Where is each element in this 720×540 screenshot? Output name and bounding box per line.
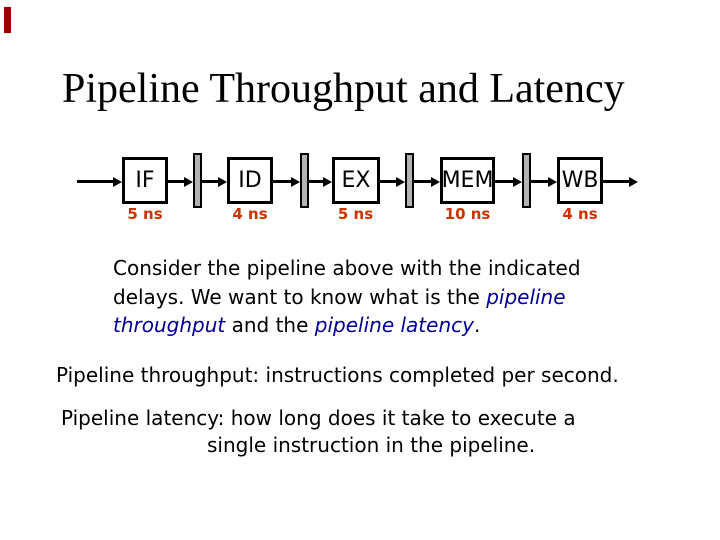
stage-label: WB — [561, 167, 599, 193]
pipeline-register — [522, 153, 531, 208]
flow-arrow — [531, 175, 557, 189]
stage-delay-label: 5 ns — [127, 205, 163, 223]
pipeline-stage-wb: WB — [557, 157, 603, 204]
stage-delay-label: 5 ns — [337, 205, 374, 223]
slide-accent-mark — [4, 7, 11, 33]
flow-arrow — [380, 175, 405, 189]
paragraph-text: . — [473, 313, 481, 337]
flow-arrow — [273, 175, 300, 189]
pipeline-stage-mem: MEM — [440, 157, 495, 204]
paragraph-line: Consider the pipeline above with the ind… — [113, 254, 581, 282]
flow-arrow — [414, 175, 440, 189]
paragraph-line: throughput and the pipeline latency. — [113, 311, 480, 339]
stage-delay-label: 4 ns — [232, 205, 268, 223]
flow-arrow — [495, 175, 522, 189]
paragraph-text: Consider the pipeline above with the ind… — [113, 256, 581, 280]
stage-label: EX — [341, 167, 371, 193]
stage-delay-label: 4 ns — [562, 205, 598, 223]
emphasis-text: pipeline latency — [314, 313, 474, 337]
flow-arrow-out — [603, 175, 638, 189]
stage-delay-label: 10 ns — [444, 205, 491, 223]
throughput-definition: Pipeline throughput: instructions comple… — [56, 363, 619, 387]
paragraph-line: delays. We want to know what is the pipe… — [113, 283, 566, 311]
flow-arrow — [309, 175, 332, 189]
pipeline-stage-id: ID — [227, 157, 273, 204]
latency-definition-line2: single instruction in the pipeline. — [207, 433, 536, 457]
flow-arrow-in — [77, 175, 122, 189]
emphasis-text: throughput — [113, 313, 226, 337]
paragraph-text: and the — [225, 313, 315, 337]
stage-label: IF — [135, 167, 155, 193]
pipeline-register — [405, 153, 414, 208]
flow-arrow — [168, 175, 193, 189]
stage-label: MEM — [441, 167, 494, 193]
emphasis-text: pipeline — [486, 285, 566, 309]
slide-title: Pipeline Throughput and Latency — [62, 66, 625, 112]
pipeline-stage-if: IF — [122, 157, 168, 204]
pipeline-stage-ex: EX — [332, 157, 380, 204]
pipeline-register — [300, 153, 309, 208]
latency-definition-line1: Pipeline latency: how long does it take … — [61, 406, 576, 430]
pipeline-register — [193, 153, 202, 208]
stage-label: ID — [238, 167, 262, 193]
paragraph-text: delays. We want to know what is the — [113, 285, 487, 309]
flow-arrow — [202, 175, 227, 189]
